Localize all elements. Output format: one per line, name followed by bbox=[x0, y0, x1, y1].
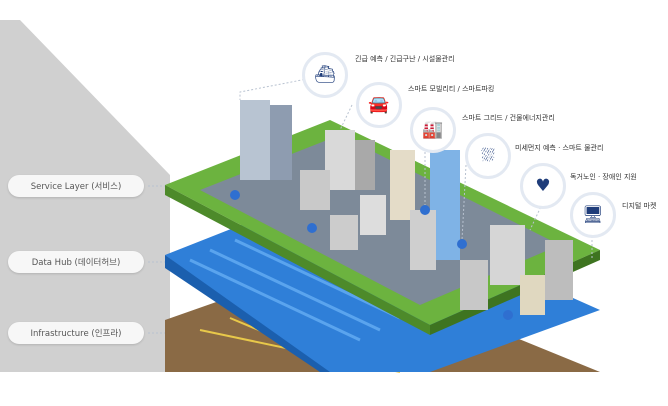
service-label-grid: 스마트 그리드 / 건물에너지관리 bbox=[462, 114, 555, 122]
service-label-emergency: 긴급 예측 / 긴급구난 / 시설물관리 bbox=[355, 55, 455, 63]
service-label-digital: 디지털 마켓 bbox=[622, 202, 657, 210]
service-label-mobility: 스마트 모빌리티 / 스마트파킹 bbox=[408, 85, 495, 93]
layer-label-infrastructure: Infrastructure (인프라) bbox=[8, 322, 144, 344]
bottom-band bbox=[0, 372, 668, 406]
heart-hands-icon: ♥ bbox=[520, 163, 566, 209]
building-energy-icon: 🏭 bbox=[410, 107, 456, 153]
dust-icon: ⛆ bbox=[465, 133, 511, 179]
buildings bbox=[240, 100, 573, 315]
ship-icon: ⛴ bbox=[302, 52, 348, 98]
data-grid bbox=[189, 228, 421, 342]
service-label-welfare: 독거노인 · 장애인 지원 bbox=[570, 173, 637, 181]
location-pins bbox=[230, 190, 513, 320]
layer-label-data-hub: Data Hub (데이터허브) bbox=[8, 251, 144, 273]
car-icon: 🚘 bbox=[356, 82, 402, 128]
layer-label-service: Service Layer (서비스) bbox=[8, 175, 144, 197]
service-label-dust: 미세먼지 예측 · 스마트 물관리 bbox=[515, 144, 604, 152]
monitor-cart-icon: 🖥 bbox=[570, 192, 616, 238]
